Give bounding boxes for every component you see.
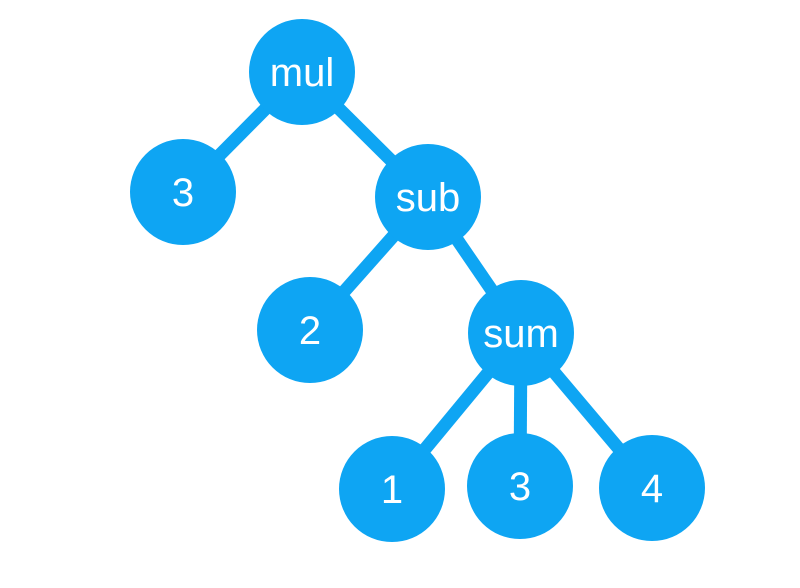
node-label: 1 xyxy=(381,468,403,512)
tree-node-sub: sub xyxy=(375,144,481,250)
node-circle xyxy=(339,436,445,542)
tree-node-three_b: 3 xyxy=(467,433,573,539)
node-label: sum xyxy=(483,312,559,356)
nodes-layer: mul 3 sub 2 sum 1 3 4 xyxy=(130,19,705,542)
node-label: 2 xyxy=(299,309,321,353)
node-label: mul xyxy=(270,51,334,95)
node-circle xyxy=(249,19,355,125)
edges-layer xyxy=(178,67,657,494)
node-circle xyxy=(375,144,481,250)
tree-node-two: 2 xyxy=(257,277,363,383)
node-circle xyxy=(257,277,363,383)
tree-node-one: 1 xyxy=(339,436,445,542)
node-label: 3 xyxy=(509,465,531,509)
node-label: sub xyxy=(396,176,461,220)
tree-node-mul: mul xyxy=(249,19,355,125)
node-circle xyxy=(467,433,573,539)
node-circle xyxy=(468,280,574,386)
tree-node-three_a: 3 xyxy=(130,139,236,245)
node-circle xyxy=(599,435,705,541)
tree-node-sum: sum xyxy=(468,280,574,386)
node-label: 4 xyxy=(641,467,663,511)
node-circle xyxy=(130,139,236,245)
node-label: 3 xyxy=(172,171,194,215)
tree-node-four: 4 xyxy=(599,435,705,541)
